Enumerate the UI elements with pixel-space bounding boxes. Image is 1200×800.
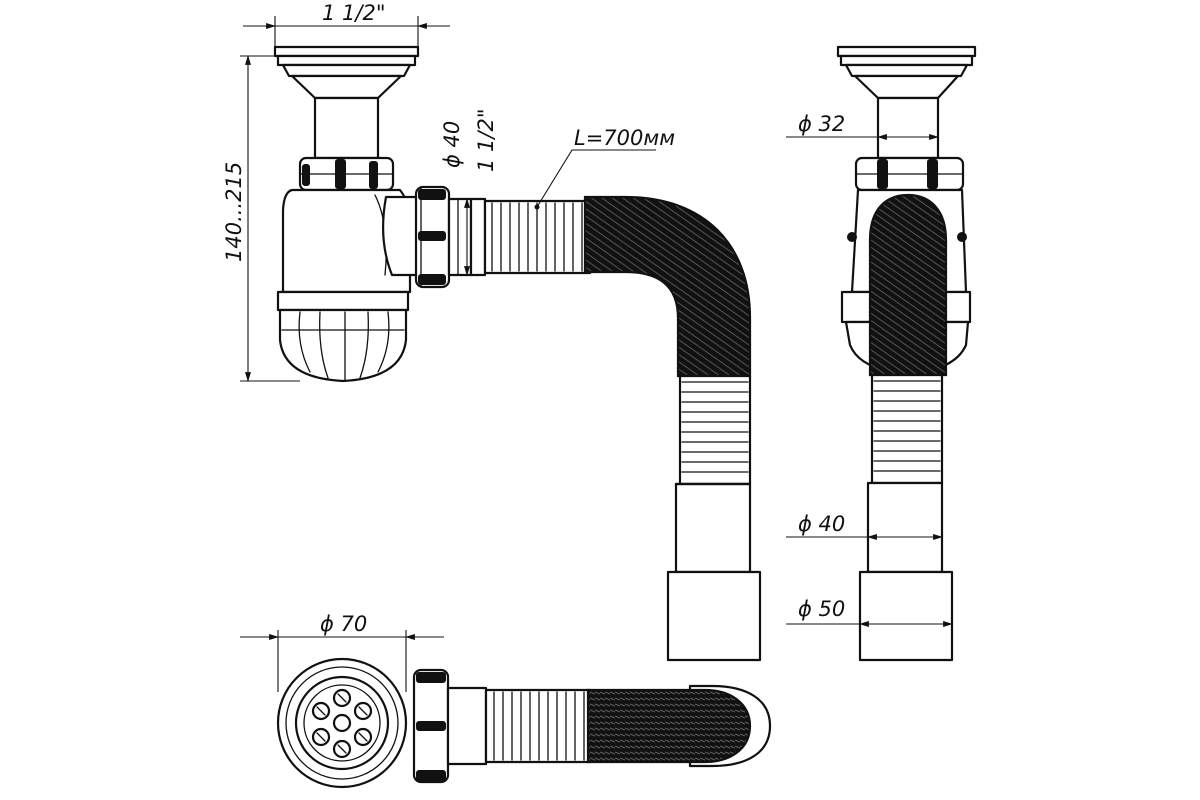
- hose-end-diameter-label: ϕ 40: [798, 512, 845, 536]
- socket-diameter-label: ϕ 50: [798, 597, 845, 621]
- front-outlet-sleeve: [447, 197, 473, 277]
- side-end-pipe: [866, 481, 944, 574]
- side-union-nut: [854, 156, 965, 192]
- front-vertical-corrugation: [678, 374, 752, 486]
- front-end-pipe: [674, 482, 752, 574]
- side-socket: [858, 570, 954, 662]
- inlet-thread-label: 1 1/2": [322, 1, 386, 25]
- front-bowl-cap: [276, 290, 410, 383]
- top-corrugated-hose: [484, 688, 592, 764]
- dimension-lines: [240, 16, 953, 692]
- side-inlet-pipe: [876, 96, 940, 160]
- top-flexible-hose: [586, 688, 752, 764]
- side-view: [836, 45, 977, 662]
- front-flange: [273, 45, 420, 100]
- front-view: [273, 45, 762, 662]
- top-view: [276, 657, 772, 789]
- front-corrugated-hose: [483, 199, 592, 275]
- front-union-nut: [298, 156, 395, 192]
- strainer-diameter-label: ϕ 70: [320, 612, 367, 636]
- hose-length-label: L=700мм: [574, 126, 675, 150]
- outlet-thread-label: 1 1/2": [474, 109, 498, 173]
- top-strainer: [276, 657, 408, 789]
- front-inlet-pipe: [313, 96, 380, 160]
- front-outlet-nut: [414, 185, 451, 289]
- front-socket: [666, 570, 762, 662]
- top-outlet-nut: [412, 668, 450, 784]
- side-inner-hose: [868, 193, 948, 377]
- front-flexible-bend: [583, 195, 752, 378]
- height-range-label: 140...215: [222, 162, 246, 262]
- inlet-pipe-diameter-label: ϕ 32: [798, 112, 845, 136]
- side-vertical-corrugation: [870, 373, 944, 485]
- outlet-diameter-label: ϕ 40: [440, 121, 464, 168]
- side-flange: [836, 45, 977, 100]
